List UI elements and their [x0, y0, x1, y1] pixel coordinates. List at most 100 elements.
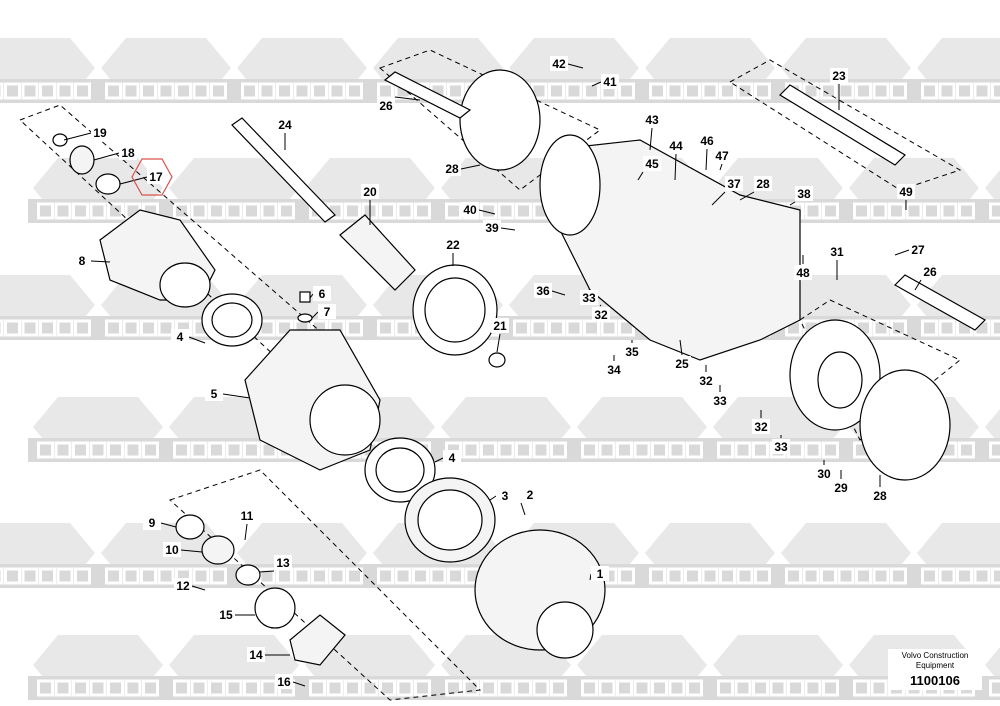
callout-number[interactable]: 16 [277, 675, 291, 689]
callout-number[interactable]: 30 [817, 467, 831, 481]
leader-line [93, 152, 120, 161]
callout-number[interactable]: 12 [176, 579, 190, 593]
watermark-logo [164, 158, 304, 223]
callout-number[interactable]: 6 [319, 287, 326, 301]
callout-bg [711, 393, 729, 408]
part-4-bore-2 [375, 447, 425, 493]
callout-number[interactable]: 37 [727, 177, 741, 191]
callout-number[interactable]: 42 [552, 57, 566, 71]
callout-number[interactable]: 2 [527, 488, 534, 502]
callout-number[interactable]: 29 [834, 481, 848, 495]
callout-number[interactable]: 24 [278, 118, 292, 132]
watermark-glyph [938, 319, 956, 337]
callout-number[interactable]: 23 [832, 69, 846, 83]
callout-number[interactable]: 32 [754, 420, 768, 434]
callout-number[interactable]: 10 [165, 543, 179, 557]
watermark-glyph [497, 679, 515, 697]
watermark-logo [572, 397, 712, 462]
callout-number[interactable]: 4 [177, 330, 184, 344]
callout-number[interactable]: 38 [797, 187, 811, 201]
callout-number[interactable]: 1 [597, 567, 604, 581]
part-21-nut [488, 352, 506, 368]
callout-number[interactable]: 32 [699, 374, 713, 388]
callout-number[interactable]: 25 [675, 357, 689, 371]
watermark-glyph [4, 567, 21, 585]
callout-number[interactable]: 33 [582, 291, 596, 305]
callout-number[interactable]: 8 [79, 254, 86, 268]
callout-number[interactable]: 45 [645, 157, 659, 171]
callout-number[interactable]: 31 [830, 245, 844, 259]
callout-number[interactable]: 9 [149, 516, 156, 530]
callout-number[interactable]: 17 [149, 170, 163, 184]
callout-number[interactable]: 41 [603, 75, 617, 89]
watermark-glyph [581, 441, 598, 459]
callout-number[interactable]: 20 [363, 185, 377, 199]
callout-number[interactable]: 44 [669, 139, 683, 153]
callout-number[interactable]: 40 [463, 203, 477, 217]
callout-number[interactable]: 43 [645, 113, 659, 127]
callout-number[interactable]: 36 [536, 284, 550, 298]
watermark-glyph [56, 319, 74, 337]
watermark-glyph [54, 441, 72, 459]
callout-number[interactable]: 28 [756, 177, 770, 191]
watermark-glyph [515, 202, 532, 220]
callout-number[interactable]: 33 [774, 440, 788, 454]
callout-number[interactable]: 47 [715, 149, 729, 163]
callout-number[interactable]: 35 [625, 345, 639, 359]
callout-number[interactable]: 14 [249, 648, 263, 662]
callout-number[interactable]: 22 [446, 238, 460, 252]
callout-number[interactable]: 39 [485, 221, 499, 235]
callout-number[interactable]: 46 [700, 134, 714, 148]
watermark-glyph [666, 567, 684, 585]
watermark-glyph [530, 319, 548, 337]
watermark-glyph [616, 679, 633, 697]
callout-bg [377, 98, 395, 113]
watermark-logo [28, 397, 168, 462]
callout-number[interactable]: 18 [121, 146, 135, 160]
callout-number[interactable]: 27 [911, 243, 925, 257]
watermark-glyph [719, 82, 736, 100]
watermark-glyph [905, 202, 923, 220]
callout-number[interactable]: 5 [211, 387, 218, 401]
callout-number[interactable]: 4 [449, 451, 456, 465]
callout-number[interactable]: 48 [796, 266, 810, 280]
callout-49: 49 [897, 184, 915, 210]
leader-line [394, 96, 421, 101]
watermark-glyph [74, 82, 91, 100]
callout-number[interactable]: 11 [241, 509, 254, 523]
callout-number[interactable]: 32 [594, 308, 608, 322]
callout-bg [871, 488, 889, 503]
callout-number[interactable]: 26 [379, 99, 393, 113]
watermark-glyph [872, 82, 890, 100]
watermark-glyph [157, 319, 175, 337]
leader-line [591, 81, 602, 87]
callout-6: 6 [309, 286, 331, 301]
watermark-glyph [4, 82, 21, 100]
callout-number[interactable]: 19 [93, 126, 107, 140]
watermark-glyph [157, 567, 175, 585]
watermark-glyph [192, 567, 210, 585]
callout-number[interactable]: 15 [219, 608, 233, 622]
callout-number[interactable]: 28 [445, 162, 459, 176]
watermark-glyph [717, 441, 734, 459]
callout-number[interactable]: 26 [923, 265, 937, 279]
callout-number[interactable]: 21 [493, 319, 507, 333]
callout-number[interactable]: 3 [502, 489, 509, 503]
watermark-glyph [515, 679, 532, 697]
watermark-glyph [769, 679, 787, 697]
callout-number[interactable]: 34 [607, 363, 621, 377]
watermark-glyph [651, 679, 668, 697]
callout-number[interactable]: 49 [899, 185, 913, 199]
watermark-glyph [668, 679, 686, 697]
callout-number[interactable]: 28 [873, 489, 887, 503]
watermark-glyph [445, 202, 462, 220]
watermark-glyph [122, 319, 140, 337]
part-20-sun-gear [339, 214, 416, 291]
callout-number[interactable]: 13 [276, 556, 290, 570]
watermark-glyph [394, 319, 412, 337]
callout-number[interactable]: 33 [713, 394, 727, 408]
callout-number[interactable]: 7 [324, 305, 331, 319]
watermark-glyph [173, 679, 190, 697]
